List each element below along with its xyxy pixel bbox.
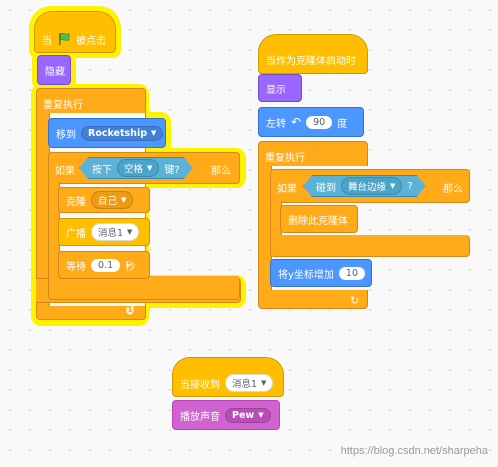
- key-dropdown[interactable]: 空格▼: [117, 159, 159, 177]
- when-flag-clicked-hat[interactable]: 当 被点击: [34, 11, 116, 53]
- hat-clicked-label: 被点击: [76, 35, 106, 47]
- turn-unit-label: 度: [337, 118, 348, 130]
- chevron-down-icon: ▼: [151, 129, 157, 137]
- change-y-label: 将y坐标增加: [278, 269, 334, 281]
- wait-seconds-input[interactable]: 0.1: [91, 258, 121, 272]
- change-y-block[interactable]: 将y坐标增加 10: [270, 259, 372, 287]
- chevron-down-icon: ▼: [127, 228, 133, 236]
- hide-label: 隐藏: [45, 66, 65, 78]
- sound-dropdown[interactable]: Pew▼: [225, 407, 271, 423]
- key-pressed-pre-label: 按下: [92, 164, 112, 176]
- change-y-input[interactable]: 10: [338, 266, 366, 280]
- if-label-2: 如果: [277, 184, 297, 195]
- green-flag-icon: [59, 32, 70, 45]
- if-touching-block[interactable]: 如果 碰到 舞台边缘▼ ? 那么: [270, 169, 470, 203]
- touching-reporter[interactable]: 碰到 舞台边缘▼ ?: [303, 175, 426, 197]
- show-block[interactable]: 显示: [258, 74, 302, 102]
- loop-arrow-icon: ↻: [350, 294, 360, 307]
- receive-message-dropdown[interactable]: 消息1▼: [225, 374, 274, 392]
- if-bottom-arm-2: [270, 235, 470, 257]
- when-receive-hat[interactable]: 当接收到 消息1▼: [172, 357, 284, 397]
- key-pressed-reporter[interactable]: 按下 空格▼ 键?: [79, 157, 193, 179]
- when-start-as-clone-hat[interactable]: 当作为克隆体启动时: [258, 34, 368, 74]
- hide-block[interactable]: 隐藏: [37, 55, 71, 85]
- goto-block[interactable]: 移到 Rocketship▼: [48, 118, 166, 148]
- question-mark-label: ?: [407, 180, 413, 192]
- forever-label-2: 重复执行: [265, 153, 305, 164]
- clone-label: 克隆: [66, 196, 86, 208]
- touching-target-dropdown[interactable]: 舞台边缘▼: [341, 177, 402, 195]
- chevron-down-icon: ▼: [147, 164, 153, 172]
- rotate-left-icon: ↶: [291, 115, 302, 129]
- turn-left-block[interactable]: 左转 ↶ 90 度: [258, 107, 364, 137]
- loop-arrow-icon: ↻: [125, 305, 135, 318]
- if-key-block[interactable]: 如果 按下 空格▼ 键? 那么: [48, 152, 240, 184]
- clone-target-dropdown[interactable]: 自己▼: [91, 191, 134, 209]
- wait-label: 等待: [66, 261, 86, 273]
- wait-block[interactable]: 等待 0.1 秒: [58, 251, 150, 279]
- receive-label: 当接收到: [180, 379, 220, 391]
- goto-label: 移到: [56, 129, 76, 141]
- then-label: 那么: [211, 166, 231, 177]
- then-label-2: 那么: [443, 184, 463, 195]
- if-bottom-arm: [48, 276, 240, 300]
- delete-clone-label: 删除此克隆体: [288, 215, 348, 227]
- touching-label: 碰到: [316, 182, 336, 194]
- clone-hat-label: 当作为克隆体启动时: [266, 55, 356, 67]
- broadcast-label: 广播: [66, 228, 86, 240]
- broadcast-message-dropdown[interactable]: 消息1▼: [91, 223, 140, 241]
- turn-degrees-input[interactable]: 90: [306, 115, 333, 129]
- chevron-down-icon: ▼: [390, 182, 396, 190]
- play-sound-label: 播放声音: [180, 411, 220, 423]
- show-label: 显示: [266, 84, 286, 96]
- delete-clone-block[interactable]: 删除此克隆体: [280, 205, 358, 233]
- hat-when-label: 当: [42, 35, 52, 47]
- goto-target-dropdown[interactable]: Rocketship▼: [81, 125, 164, 141]
- key-pressed-post-label: 键?: [164, 164, 180, 176]
- chevron-down-icon: ▼: [258, 411, 264, 419]
- chevron-down-icon: ▼: [261, 379, 267, 387]
- wait-unit-label: 秒: [125, 261, 136, 273]
- forever-label: 重复执行: [43, 100, 83, 111]
- watermark: https://blog.csdn.net/sharpeha: [340, 445, 488, 457]
- loop-arrow-icon: ↺: [125, 304, 135, 317]
- if-label: 如果: [55, 166, 75, 177]
- turn-left-label: 左转: [266, 118, 286, 130]
- clone-block[interactable]: 克隆 自己▼: [58, 187, 150, 213]
- play-sound-block[interactable]: 播放声音 Pew▼: [172, 400, 280, 430]
- chevron-down-icon: ▼: [121, 196, 127, 204]
- broadcast-block[interactable]: 广播 消息1▼: [58, 218, 150, 246]
